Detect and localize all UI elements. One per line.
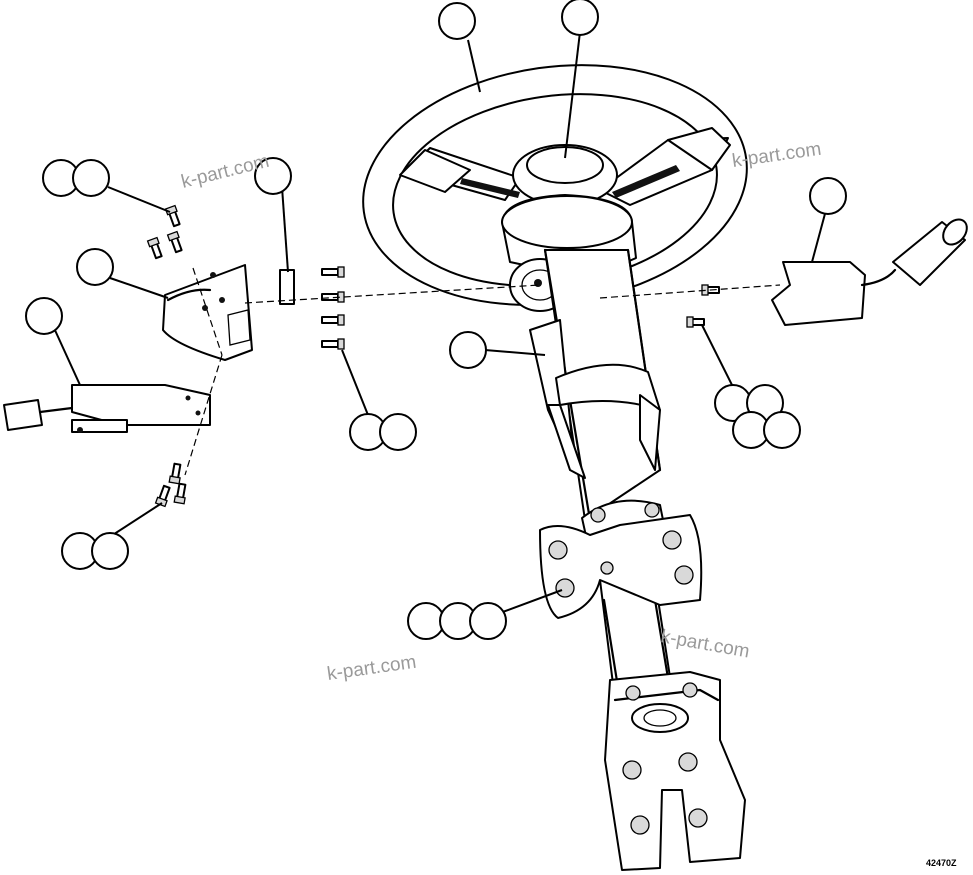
callout-left-shroud[interactable] bbox=[76, 248, 114, 286]
mounting-bracket[interactable] bbox=[539, 514, 703, 619]
steering-wheel[interactable] bbox=[347, 41, 762, 328]
lower-plate[interactable] bbox=[604, 671, 746, 871]
callout-right-screws-4[interactable] bbox=[763, 411, 801, 449]
callout-horn-button[interactable] bbox=[561, 0, 599, 36]
watermark-3: k-part.com bbox=[326, 652, 418, 685]
callout-column-shroud[interactable] bbox=[449, 331, 487, 369]
watermark-2: k-part.com bbox=[731, 139, 823, 172]
drawing-number: 42470Z bbox=[926, 858, 957, 868]
callout-screws-2[interactable] bbox=[379, 413, 417, 451]
callout-switch-right[interactable] bbox=[809, 177, 847, 215]
callout-bolt-set-a-2[interactable] bbox=[72, 159, 110, 197]
callout-markers bbox=[25, 0, 847, 640]
callout-bracket-bolts-3[interactable] bbox=[469, 602, 507, 640]
callout-lower-screws-2[interactable] bbox=[91, 532, 129, 570]
right-switch[interactable] bbox=[686, 215, 972, 328]
callout-clip[interactable] bbox=[254, 157, 292, 195]
clip[interactable] bbox=[279, 269, 295, 305]
leader-lines bbox=[53, 31, 827, 614]
left-screws[interactable] bbox=[146, 204, 188, 508]
callout-steering-wheel[interactable] bbox=[438, 2, 476, 40]
watermark-4: k-part.com bbox=[659, 626, 751, 662]
assembly-axes bbox=[184, 267, 781, 476]
steering-column[interactable] bbox=[501, 194, 673, 702]
center-screws[interactable] bbox=[321, 266, 345, 350]
callout-left-lever-switch[interactable] bbox=[25, 297, 63, 335]
left-lever-switch[interactable] bbox=[3, 384, 211, 433]
callout-bracket-bolts-1[interactable] bbox=[407, 602, 445, 640]
